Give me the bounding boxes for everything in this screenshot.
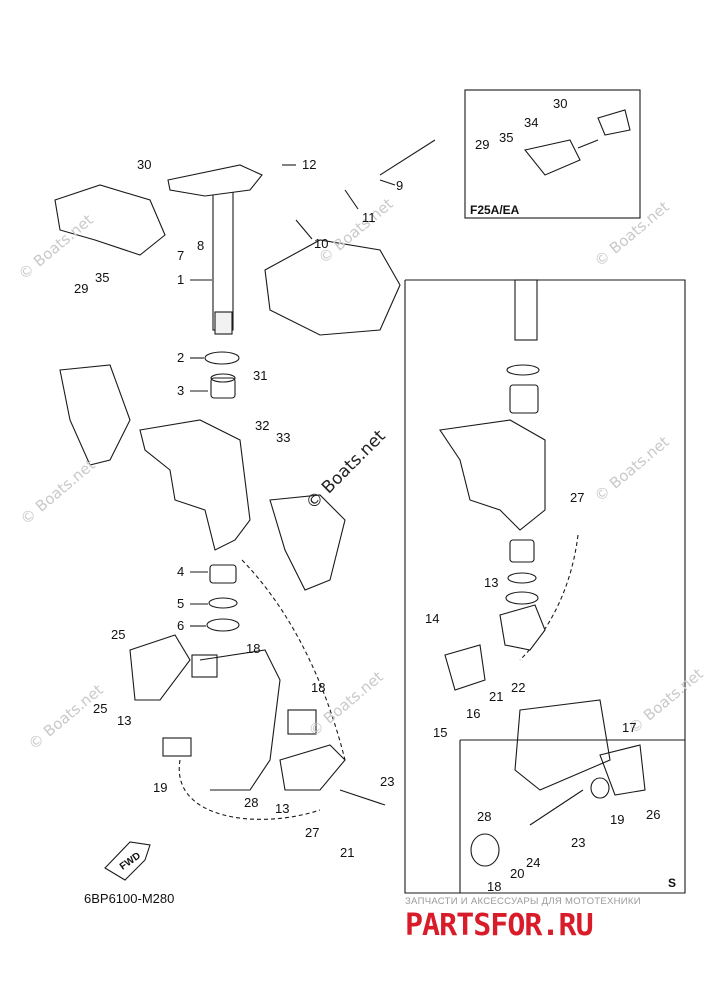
steering-shaft xyxy=(167,164,263,335)
callout-25a: 25 xyxy=(111,627,126,642)
mount-13a xyxy=(129,634,191,701)
callout-34: 34 xyxy=(524,115,539,130)
callout-21a: 21 xyxy=(340,845,355,860)
swivel-bracket xyxy=(139,419,251,551)
callout-12: 12 xyxy=(302,157,317,172)
callout-3: 3 xyxy=(177,383,185,398)
callout-7: 7 xyxy=(177,248,185,263)
callout-18b: 18 xyxy=(311,680,326,695)
callout-14: 14 xyxy=(425,611,440,626)
callout-25b: 25 xyxy=(93,701,108,716)
callout-4: 4 xyxy=(177,564,185,579)
callout-8: 8 xyxy=(197,238,205,253)
callout-2: 2 xyxy=(177,350,185,365)
callout-18c: 18 xyxy=(487,879,502,894)
washer-6 xyxy=(206,618,240,632)
callout-23a: 23 xyxy=(380,774,395,789)
callout-16: 16 xyxy=(466,706,481,721)
callout-18a: 18 xyxy=(246,641,261,656)
brand-logo: PARTSFOR.RU xyxy=(405,908,594,943)
diagram-code: 6BP6100-M280 xyxy=(84,891,175,906)
callout-19b: 19 xyxy=(610,812,625,827)
callout-26: 26 xyxy=(646,807,661,822)
washer-2 xyxy=(204,351,240,365)
damper-18b xyxy=(287,709,317,735)
callout-31: 31 xyxy=(253,368,268,383)
callout-35a: 35 xyxy=(95,270,110,285)
mount-13b xyxy=(279,744,346,791)
oring-5 xyxy=(208,597,238,609)
bushing-3 xyxy=(210,377,236,399)
callout-13b: 13 xyxy=(275,801,290,816)
inset-frame xyxy=(464,89,641,219)
bolt-9 xyxy=(379,139,436,176)
callout-20: 20 xyxy=(510,866,525,881)
callout-24: 24 xyxy=(526,855,541,870)
callout-23b: 23 xyxy=(571,835,586,850)
callout-13c: 13 xyxy=(484,575,499,590)
callout-30a: 30 xyxy=(137,157,152,172)
bolt-23b xyxy=(529,789,584,826)
brand-subtitle: ЗАПЧАСТИ И АКСЕССУАРЫ ДЛЯ МОТОТЕХНИКИ xyxy=(405,896,641,907)
callout-9: 9 xyxy=(396,178,404,193)
callout-15: 15 xyxy=(433,725,448,740)
bushing-4 xyxy=(209,564,237,584)
callout-13a: 13 xyxy=(117,713,132,728)
bolt-23a xyxy=(339,789,386,806)
callout-29b: 29 xyxy=(475,137,490,152)
inset-label: F25A/EA xyxy=(470,203,520,217)
callout-29a: 29 xyxy=(74,281,89,296)
callout-6: 6 xyxy=(177,618,185,633)
callout-27a: 27 xyxy=(305,825,320,840)
plate-19a xyxy=(162,737,192,757)
section-label: S xyxy=(668,876,677,890)
callout-27b: 27 xyxy=(570,490,585,505)
section-frame xyxy=(404,279,686,894)
callout-5: 5 xyxy=(177,596,185,611)
fwd-arrow xyxy=(104,841,151,881)
callout-11: 11 xyxy=(362,210,376,225)
callout-17: 17 xyxy=(622,720,637,735)
callout-28a: 28 xyxy=(244,795,259,810)
callout-22: 22 xyxy=(511,680,526,695)
callout-35b: 35 xyxy=(499,130,514,145)
callout-33: 33 xyxy=(276,430,291,445)
callout-28b: 28 xyxy=(477,809,492,824)
callout-32: 32 xyxy=(255,418,270,433)
callout-10: 10 xyxy=(314,236,329,251)
callout-21b: 21 xyxy=(489,689,504,704)
callout-30b: 30 xyxy=(553,96,568,111)
damper-18a xyxy=(191,654,218,678)
callout-1: 1 xyxy=(177,272,185,287)
motor-base xyxy=(264,239,401,336)
callout-19a: 19 xyxy=(153,780,168,795)
